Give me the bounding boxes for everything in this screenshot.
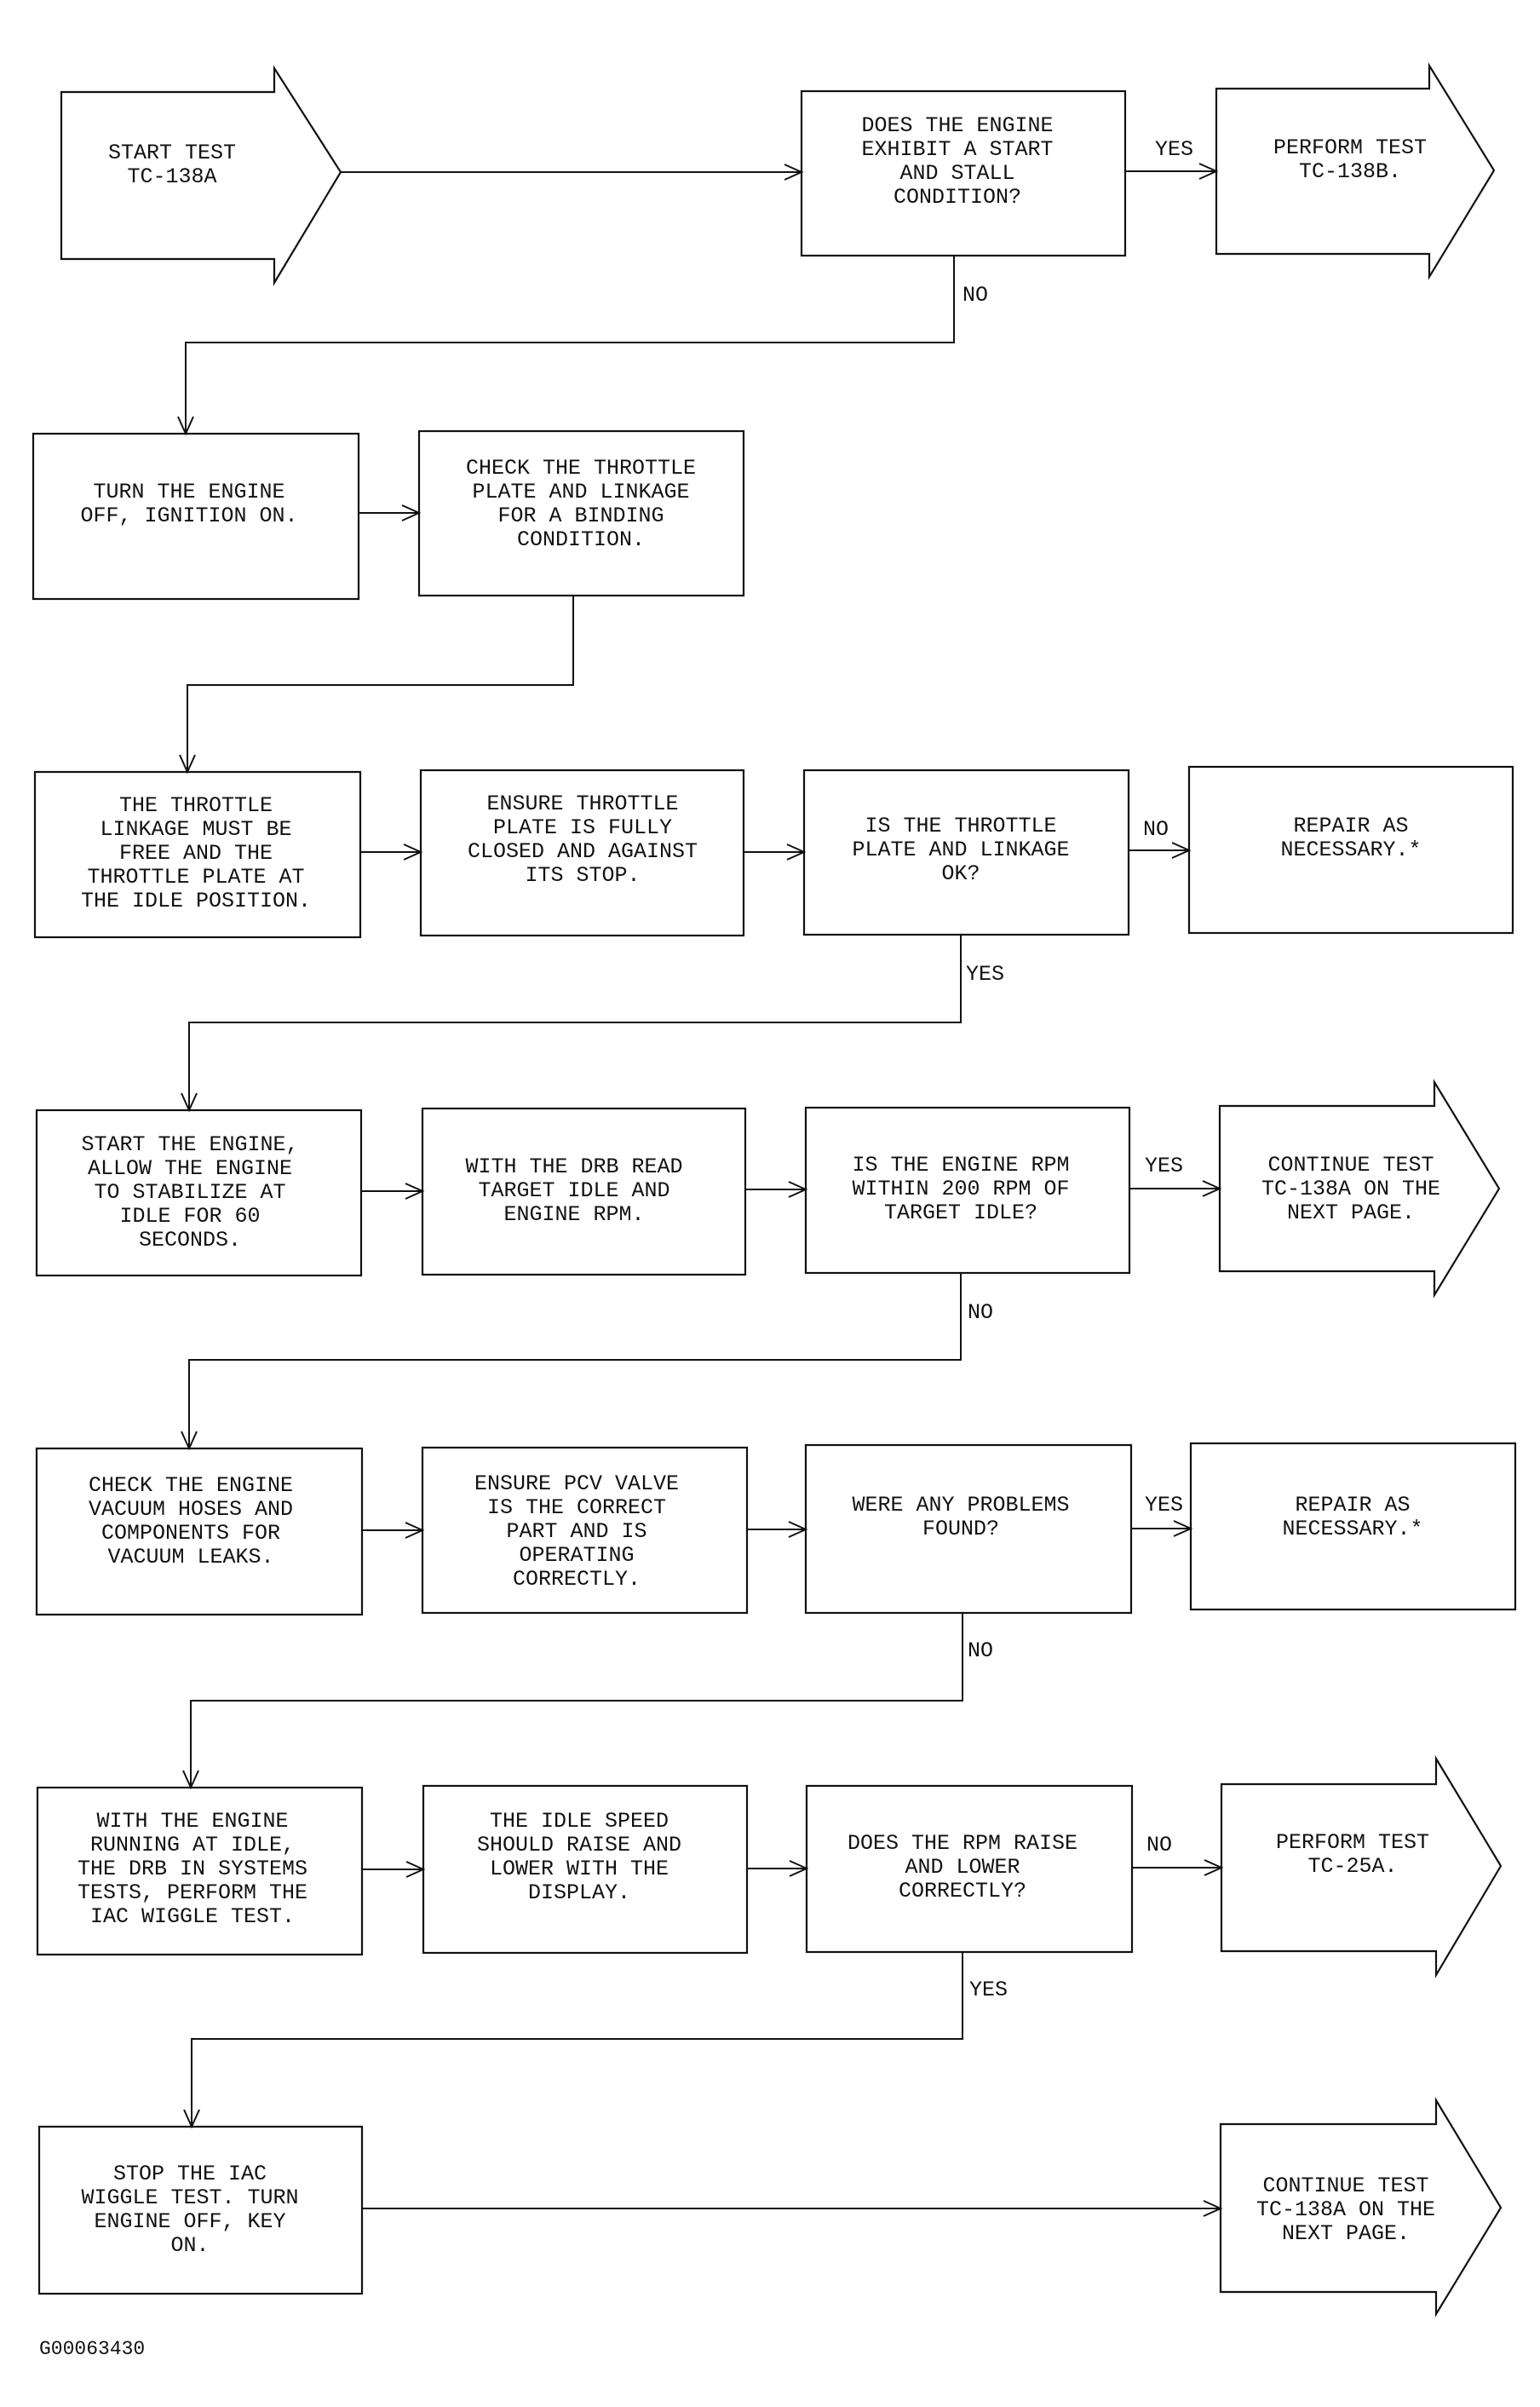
arrowhead-138b [1198,163,1219,180]
arrowhead-stop-iac [183,2109,200,2129]
label-q3-no: NO [968,1300,993,1325]
arrowhead-q4 [788,1521,808,1538]
connector-q1-no-to-row2 [185,256,955,434]
arrowhead-q1 [784,164,804,181]
label-q5-no: NO [1146,1833,1172,1857]
label-q2-no: NO [1143,817,1169,842]
arrowhead-continue-2 [1203,2200,1223,2217]
connector-q3-no-to-row5 [188,1273,962,1448]
label-q4-yes: YES [1145,1493,1183,1517]
arrowhead-ensure-closed [403,844,423,861]
label-q5-yes: YES [969,1978,1008,2002]
arrowhead-repair-1 [1171,842,1192,859]
arrowhead-drb [405,1183,425,1200]
figure-id: G00063430 [39,2338,145,2360]
connector-q4-no-to-row6 [190,1613,963,1788]
arrowhead-q3 [788,1181,808,1198]
arrowhead-check-vacuum [181,1431,198,1451]
arrowhead-q5 [789,1860,809,1877]
arrowhead-linkage-free [179,754,196,775]
branch-labels: YES NO NO YES YES NO YES NO NO YES [962,137,1193,2002]
label-q3-yes: YES [1145,1154,1183,1178]
arrowhead-idle-speed [405,1861,426,1878]
arrowhead-repair-2 [1173,1520,1193,1537]
label-q2-yes: YES [966,962,1004,987]
arrowhead-engine-off [177,416,194,436]
arrowhead-pcv [405,1522,425,1539]
arrowhead-25a [1204,1859,1224,1876]
label-q1-no: NO [962,283,988,308]
connector-q5-yes-to-row7 [191,1952,963,2127]
connector-q2-yes-to-row4 [188,935,962,1110]
connectors [177,163,1224,2217]
arrowhead-continue-1 [1202,1180,1222,1197]
arrowhead-check-throttle [401,504,422,521]
label-q1-yes: YES [1155,137,1193,162]
arrowhead-iac-wiggle [182,1770,199,1790]
arrowhead-q2 [786,844,807,861]
arrowhead-start-engine [181,1092,198,1113]
connector-check-to-row3 [187,596,574,772]
label-q4-no: NO [968,1638,993,1663]
